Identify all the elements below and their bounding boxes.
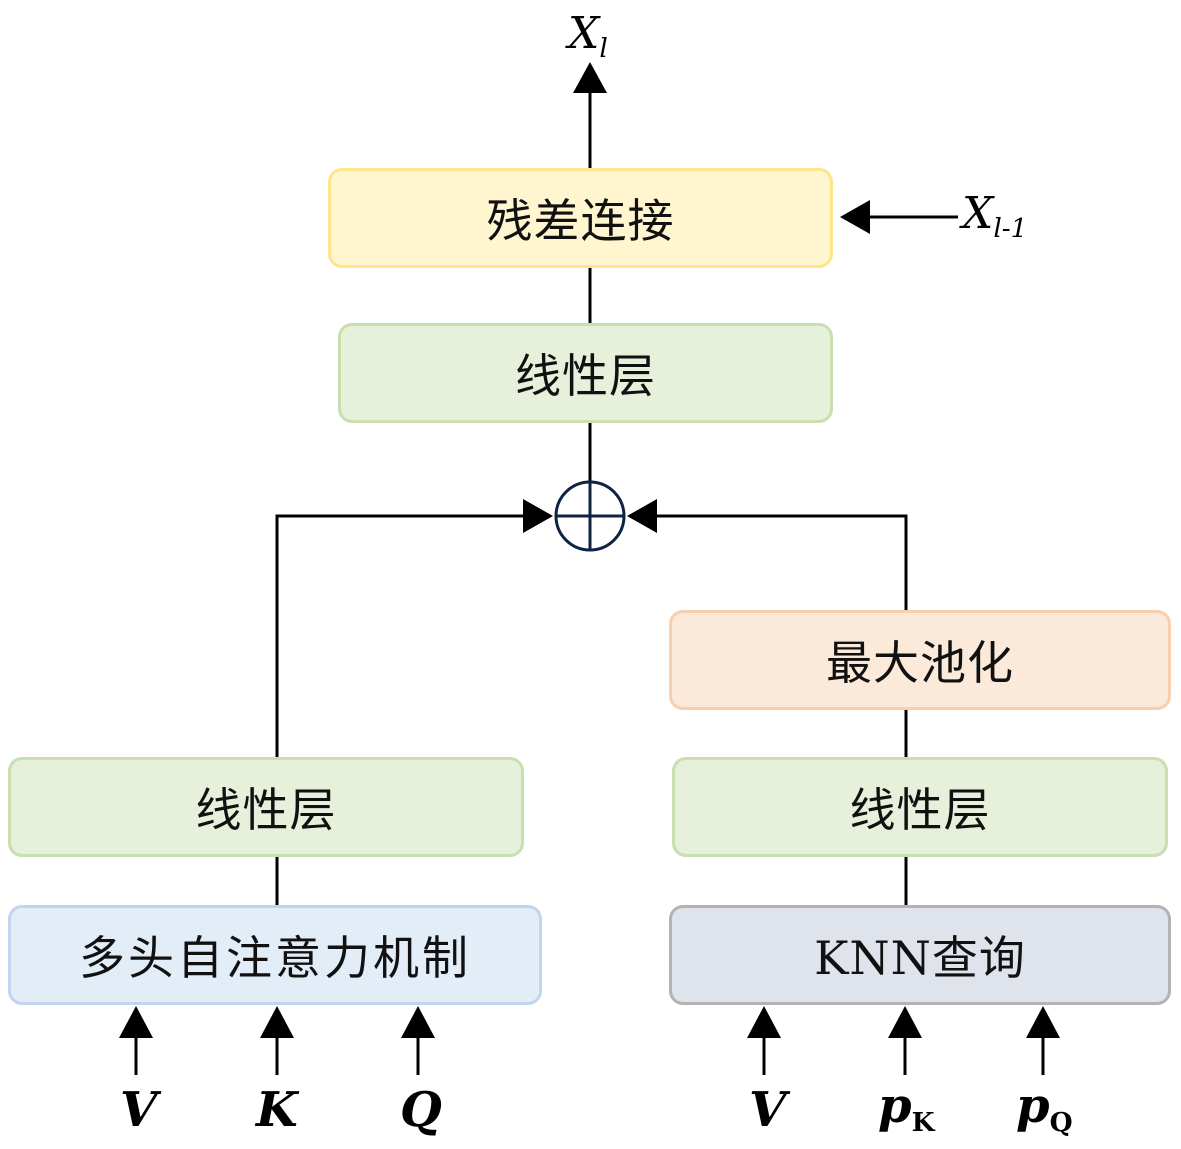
- input-arrow-v-right: [747, 1006, 781, 1075]
- linear-layer-top-block: 线性层: [338, 323, 833, 423]
- output-arrow: [573, 62, 607, 168]
- residual-input-label: Xl-1: [962, 192, 1027, 243]
- residual-connection-block: 残差连接: [328, 168, 833, 268]
- sum-node-icon: [554, 480, 626, 552]
- input-arrow-v-left: [119, 1006, 153, 1075]
- linear-layer-right-block: 线性层: [672, 757, 1168, 857]
- input-arrow-pk: [888, 1006, 922, 1075]
- input-label-v-right: V: [749, 1086, 786, 1134]
- max-pooling-block: 最大池化: [669, 610, 1171, 710]
- input-label-pq-base: p: [1016, 1078, 1050, 1134]
- input-label-v-left-base: V: [120, 1082, 158, 1138]
- residual-input-label-sub: l-1: [993, 213, 1028, 245]
- input-arrow-pq: [1026, 1006, 1060, 1075]
- input-label-pk-base: p: [878, 1078, 912, 1134]
- output-label: Xl: [568, 12, 608, 63]
- input-label-pq: pQ: [1016, 1082, 1073, 1137]
- input-arrow-k: [260, 1006, 294, 1075]
- input-label-v-left: V: [120, 1086, 157, 1134]
- linear-layer-left-block: 线性层: [8, 757, 524, 857]
- output-label-sub: l: [599, 33, 608, 65]
- input-label-k-base: K: [256, 1082, 298, 1138]
- residual-input-arrow: [840, 200, 958, 234]
- input-label-q-base: Q: [400, 1082, 442, 1138]
- residual-input-label-base: X: [962, 188, 994, 239]
- multi-head-self-attention-block: 多头自注意力机制: [8, 905, 542, 1005]
- output-label-base: X: [568, 8, 600, 59]
- input-label-pk-sub: K: [911, 1107, 935, 1139]
- input-label-q: Q: [400, 1086, 442, 1134]
- knn-query-block: KNN查询: [669, 905, 1171, 1005]
- right-branch-arrow: [627, 499, 908, 610]
- left-branch-arrow: [275, 499, 553, 757]
- input-label-k: K: [256, 1086, 298, 1134]
- input-arrow-q: [401, 1006, 435, 1075]
- input-label-v-right-base: V: [749, 1082, 787, 1138]
- input-label-pk: pK: [878, 1082, 935, 1137]
- input-label-pq-sub: Q: [1049, 1107, 1073, 1139]
